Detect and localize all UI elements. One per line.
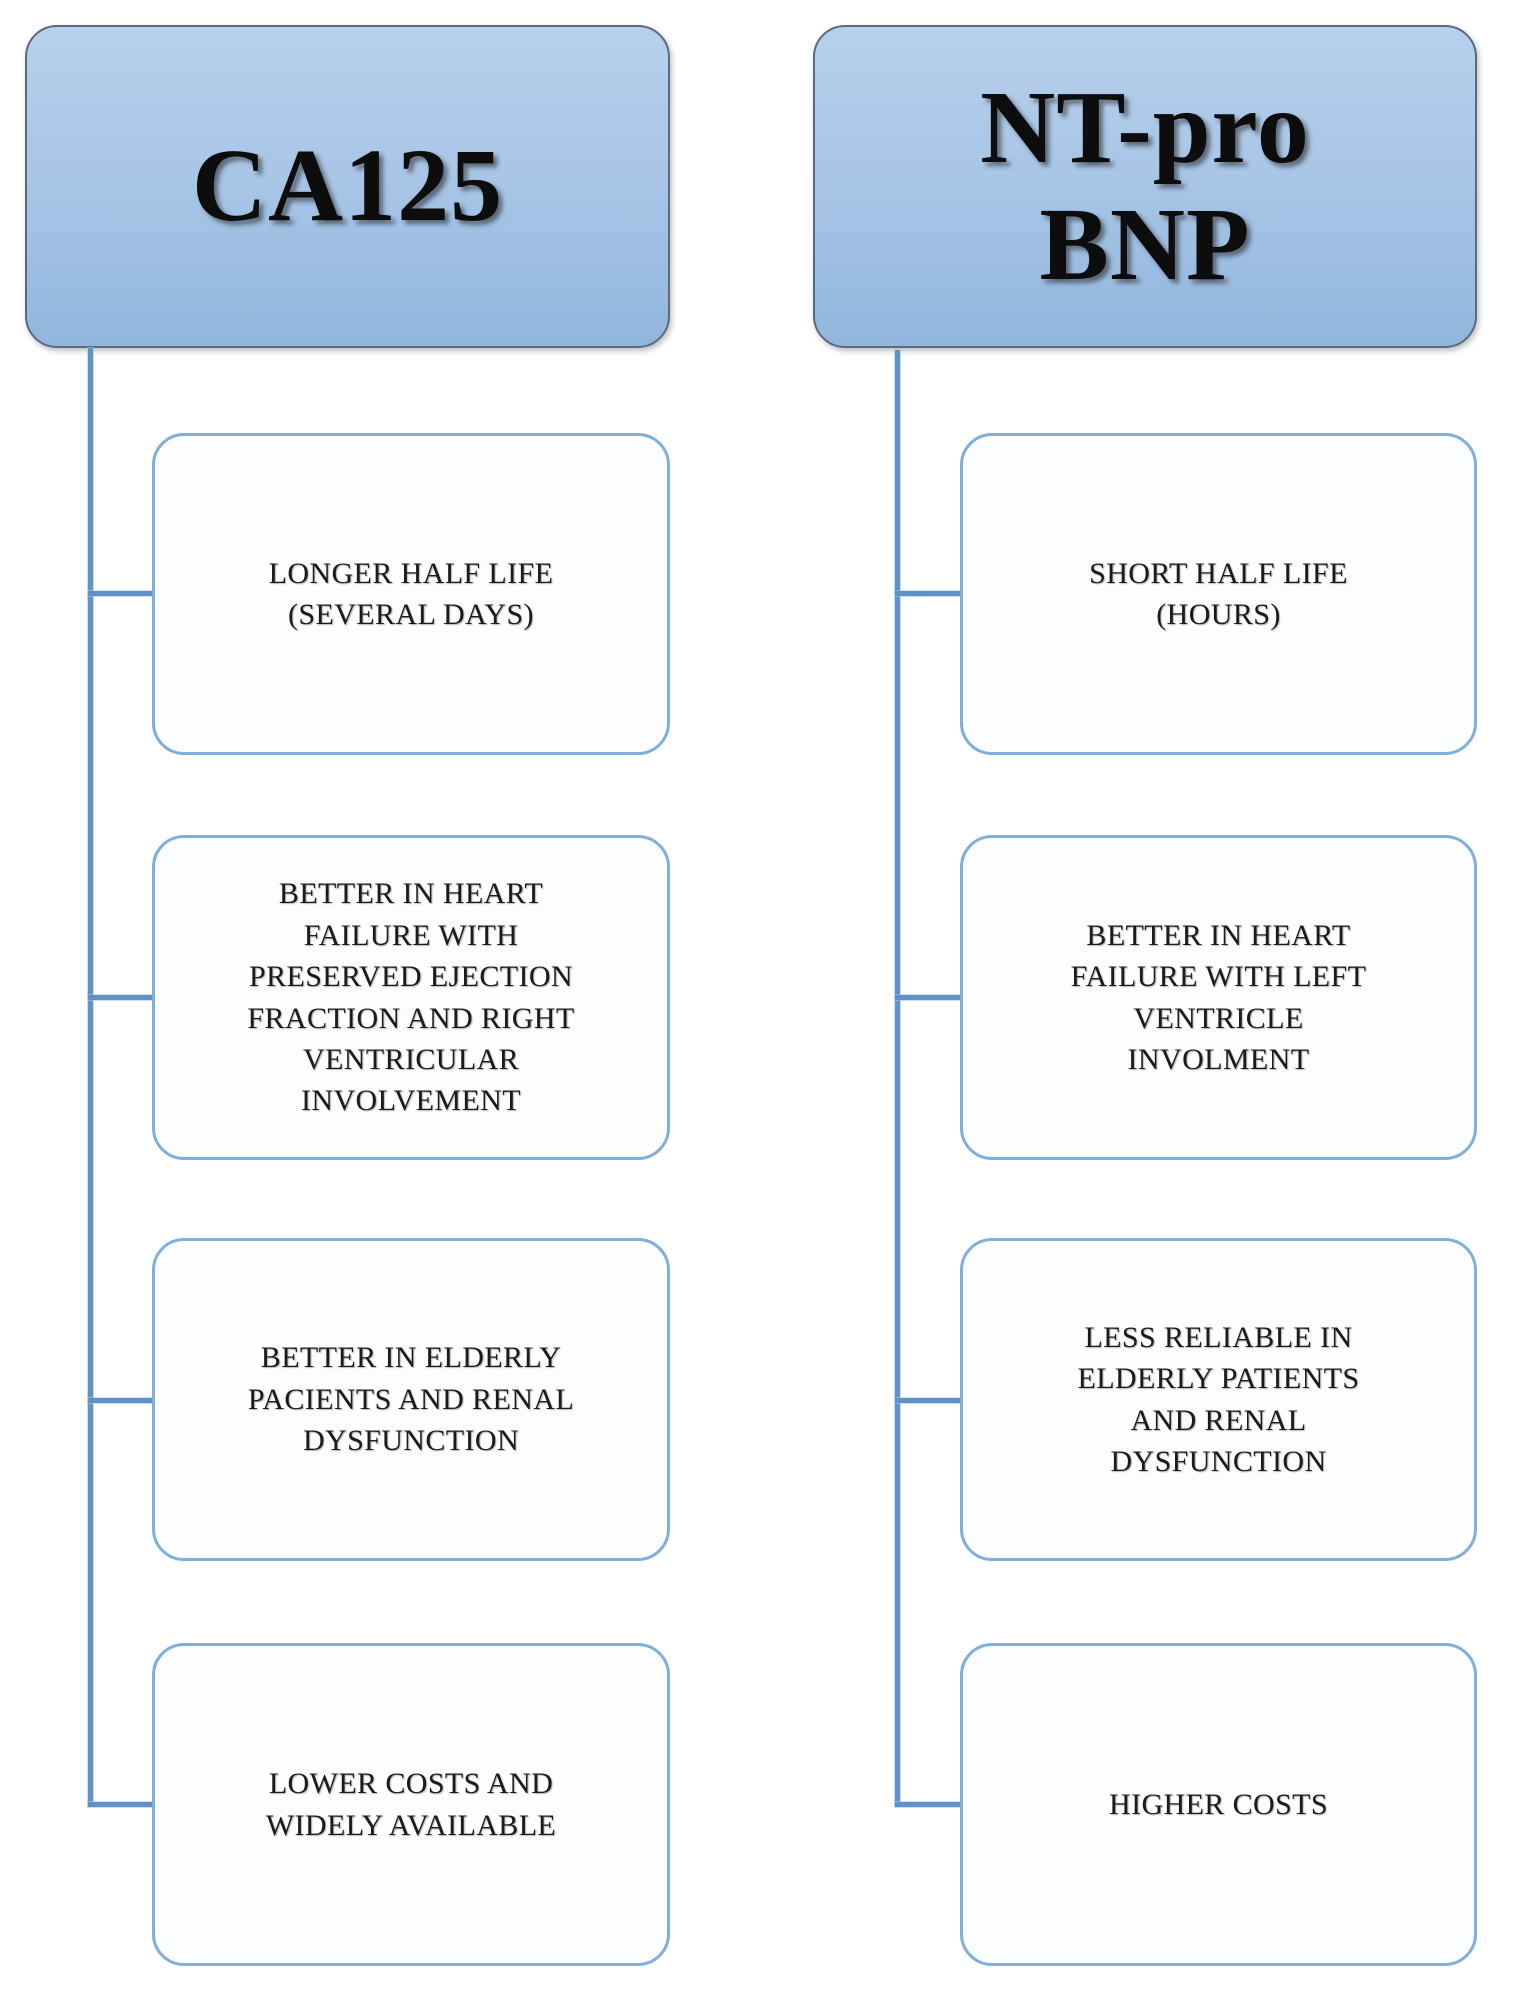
- node-label: BETTER IN HEART FAILURE WITH PRESERVED E…: [247, 877, 575, 1118]
- node-ca125-elderly-renal: BETTER IN ELDERLY PACIENTS AND RENAL DYS…: [152, 1238, 670, 1561]
- header-node-nt-pro-bnp: NT-pro BNP: [813, 25, 1477, 348]
- node-label: BETTER IN HEART FAILURE WITH LEFT VENTRI…: [1070, 918, 1367, 1076]
- node-ntprobnp-left-ventricle: BETTER IN HEART FAILURE WITH LEFT VENTRI…: [960, 835, 1477, 1160]
- connector-branch: [88, 591, 156, 596]
- node-ca125-costs: LOWER COSTS AND WIDELY AVAILABLE: [152, 1643, 670, 1966]
- connector-branch: [88, 1398, 156, 1403]
- header-label-ca125: CA125: [191, 128, 504, 244]
- connector-branch: [895, 1802, 963, 1807]
- node-label: LOWER COSTS AND WIDELY AVAILABLE: [265, 1767, 557, 1842]
- connector-branch: [88, 995, 156, 1000]
- node-label: BETTER IN ELDERLY PACIENTS AND RENAL DYS…: [247, 1341, 575, 1458]
- header-label-nt-pro-bnp: NT-pro BNP: [980, 70, 1310, 302]
- connector-branch: [895, 995, 963, 1000]
- connector-branch: [88, 1802, 156, 1807]
- connector-branch: [895, 1398, 963, 1403]
- node-label: SHORT HALF LIFE (HOURS): [1089, 556, 1348, 631]
- node-ntprobnp-half-life: SHORT HALF LIFE (HOURS): [960, 433, 1477, 755]
- node-ntprobnp-costs: HIGHER COSTS: [960, 1643, 1477, 1966]
- node-ntprobnp-elderly-renal: LESS RELIABLE IN ELDERLY PATIENTS AND RE…: [960, 1238, 1477, 1561]
- header-node-ca125: CA125: [25, 25, 670, 348]
- node-label: HIGHER COSTS: [1109, 1787, 1328, 1821]
- node-ca125-hfpef: BETTER IN HEART FAILURE WITH PRESERVED E…: [152, 835, 670, 1160]
- node-ca125-half-life: LONGER HALF LIFE (SEVERAL DAYS): [152, 433, 670, 755]
- connector-stem-nt-pro-bnp: [895, 350, 900, 1806]
- connector-stem-ca125: [88, 348, 93, 1806]
- connector-branch: [895, 591, 963, 596]
- node-label: LONGER HALF LIFE (SEVERAL DAYS): [268, 556, 554, 631]
- node-label: LESS RELIABLE IN ELDERLY PATIENTS AND RE…: [1077, 1320, 1360, 1478]
